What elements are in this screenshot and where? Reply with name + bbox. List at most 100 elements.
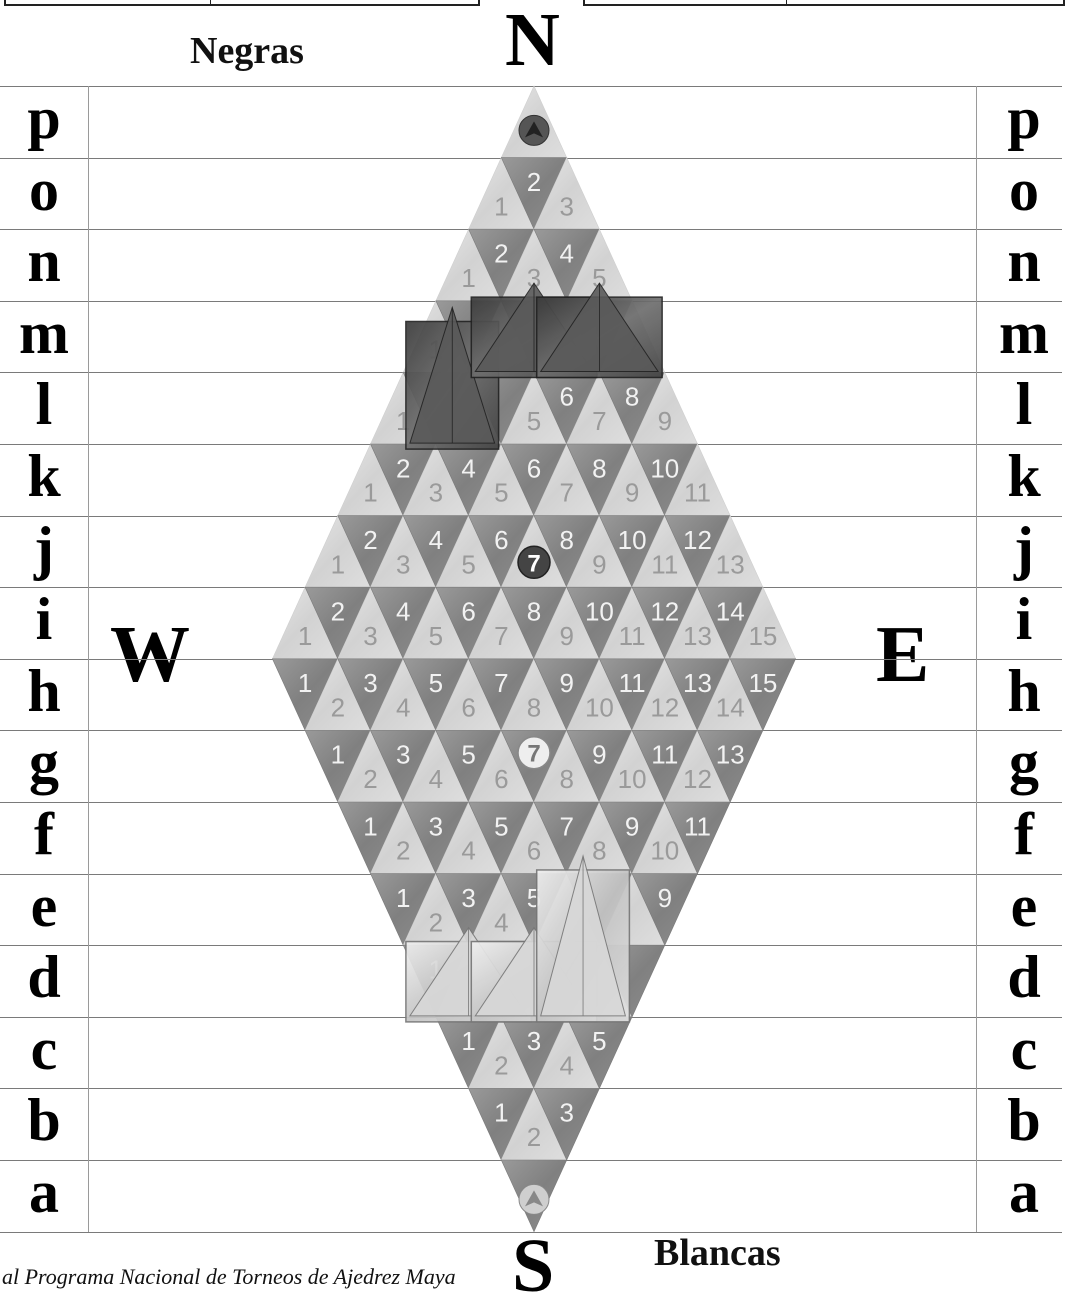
cell-number: 2 (396, 453, 410, 483)
cell-number: 3 (429, 811, 443, 841)
cell-number: 8 (592, 453, 606, 483)
cell-number: 5 (592, 1026, 606, 1056)
cell-number: 7 (494, 621, 508, 651)
cell-number: 12 (683, 764, 712, 794)
cell-number: 2 (527, 167, 541, 197)
cell-number: 9 (559, 668, 573, 698)
cell-number: 4 (461, 836, 475, 866)
cell-number: 4 (461, 453, 475, 483)
cell-number: 11 (684, 811, 711, 841)
cell-number: 7 (527, 741, 540, 768)
cell-number: 7 (527, 550, 540, 577)
cell-number: 6 (494, 764, 508, 794)
cell-number: 9 (658, 883, 672, 913)
cell-number: 10 (585, 692, 614, 722)
cell-number: 5 (494, 478, 508, 508)
cell-number: 2 (363, 764, 377, 794)
cell-number: 1 (363, 478, 377, 508)
cell-number: 12 (650, 692, 679, 722)
cell-number: 3 (396, 740, 410, 770)
cell-number: 13 (716, 549, 745, 579)
cell-number: 2 (494, 239, 508, 269)
cell-number: 5 (461, 740, 475, 770)
cell-number: 1 (494, 191, 508, 221)
cell-number: 7 (559, 478, 573, 508)
white-piece-3[interactable] (537, 856, 630, 1022)
cell-number: 6 (559, 382, 573, 412)
cell-number: 1 (494, 1098, 508, 1128)
cell-number: 3 (429, 478, 443, 508)
cell-number: 9 (625, 811, 639, 841)
cell-number: 3 (559, 1098, 573, 1128)
cell-number: 8 (625, 382, 639, 412)
cell-number: 13 (683, 668, 712, 698)
cell-number: 9 (658, 406, 672, 436)
cell-number: 3 (396, 549, 410, 579)
cell-number: 3 (461, 883, 475, 913)
cell-number: 5 (429, 668, 443, 698)
cell-number: 15 (748, 621, 777, 651)
cell-number: 6 (461, 692, 475, 722)
cell-number: 11 (619, 621, 646, 651)
cell-number: 4 (494, 907, 508, 937)
cell-number: 10 (650, 836, 679, 866)
cell-number: 4 (396, 692, 410, 722)
cell-number: 4 (396, 597, 410, 627)
cell-number: 1 (461, 263, 475, 293)
cell-number: 10 (618, 764, 647, 794)
cell-number: 11 (619, 668, 646, 698)
cell-number: 2 (527, 1122, 541, 1152)
cell-number: 1 (298, 668, 312, 698)
cell-number: 4 (559, 1050, 573, 1080)
cell-number: 7 (592, 406, 606, 436)
cell-number: 7 (559, 811, 573, 841)
cell-number: 8 (527, 692, 541, 722)
cell-number: 8 (527, 597, 541, 627)
cell-number: 6 (461, 597, 475, 627)
cell-number: 4 (559, 239, 573, 269)
black-piece-3[interactable] (537, 283, 662, 377)
cell-number: 3 (363, 668, 377, 698)
cell-number: 10 (650, 453, 679, 483)
cell-number: 8 (559, 764, 573, 794)
cell-number: 8 (559, 525, 573, 555)
cell-number: 9 (592, 740, 606, 770)
cell-number: 4 (429, 525, 443, 555)
cell-number: 1 (396, 883, 410, 913)
cell-number: 4 (429, 764, 443, 794)
cell-number: 3 (363, 621, 377, 651)
cell-number: 2 (429, 907, 443, 937)
cell-number: 7 (494, 668, 508, 698)
cell-number: 1 (461, 1026, 475, 1056)
cell-number: 1 (298, 621, 312, 651)
cell-number: 15 (748, 668, 777, 698)
cell-number: 13 (716, 740, 745, 770)
cell-number: 9 (625, 478, 639, 508)
cell-number: 6 (494, 525, 508, 555)
cell-number: 5 (494, 811, 508, 841)
cell-number: 11 (651, 549, 678, 579)
cell-number: 10 (618, 525, 647, 555)
cell-number: 1 (331, 549, 345, 579)
cell-number: 11 (684, 478, 711, 508)
board-cell-a-1[interactable] (501, 1160, 566, 1232)
board-cell-p-1[interactable] (501, 86, 566, 158)
cell-number: 2 (494, 1050, 508, 1080)
cell-number: 11 (651, 740, 678, 770)
cell-number: 2 (331, 692, 345, 722)
cell-number: 5 (429, 621, 443, 651)
cell-number: 3 (559, 191, 573, 221)
cell-number: 3 (527, 1026, 541, 1056)
cell-number: 5 (527, 406, 541, 436)
cell-number: 9 (559, 621, 573, 651)
cell-number: 1 (363, 811, 377, 841)
cell-number: 5 (461, 549, 475, 579)
cell-number: 12 (650, 597, 679, 627)
cell-number: 13 (683, 621, 712, 651)
cell-number: 9 (592, 549, 606, 579)
cell-number: 10 (585, 597, 614, 627)
cell-number: 6 (527, 453, 541, 483)
cell-number: 2 (331, 597, 345, 627)
cell-number: 14 (716, 597, 745, 627)
